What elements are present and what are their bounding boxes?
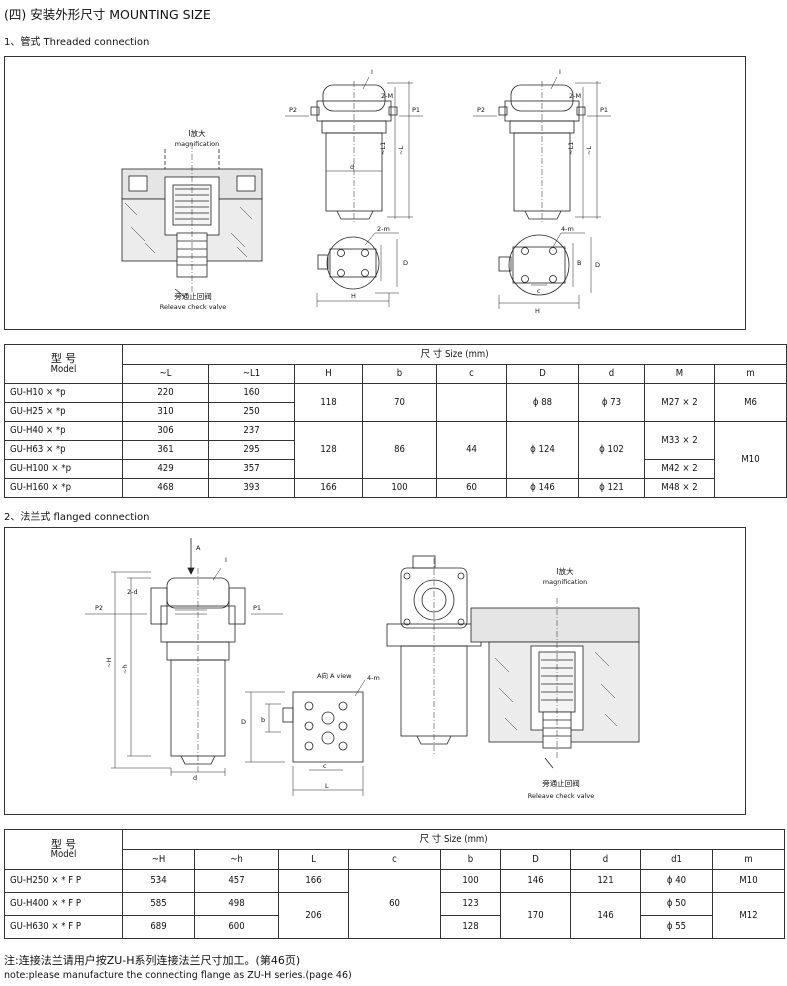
flanged-label-P1: P1 <box>253 604 261 612</box>
threaded-top-view-1 <box>316 232 399 307</box>
t2-col-m: m <box>711 849 786 870</box>
threaded-view2-label-D: D <box>595 261 600 269</box>
threaded-view2-label-P1: P1 <box>600 106 608 114</box>
threaded-view2-label-L: ~L <box>585 146 593 155</box>
flanged-label-H: ~H <box>105 658 113 668</box>
flanged-valve-en: Releave check valve <box>528 792 595 800</box>
flanged-label-2d: 2-d <box>127 588 138 596</box>
flanged-magnified-detail <box>470 598 640 769</box>
table-row: GU-H250 × * F P 534 457 166 60 100 146 1… <box>4 869 786 939</box>
flanged-a-view <box>245 679 366 796</box>
t1-col-D: D <box>506 364 579 384</box>
page-title: (四) 安装外形尺寸 MOUNTING SIZE <box>4 7 211 22</box>
flanged-front-view <box>386 555 482 754</box>
flanged-label-b: b <box>261 716 265 724</box>
flanged-label-d: d <box>193 774 197 782</box>
t2-col-D: D <box>500 849 571 870</box>
t2-col-H: ~H <box>122 849 195 870</box>
threaded-label-P2: P2 <box>289 106 297 114</box>
threaded-top-view-2 <box>498 232 592 309</box>
note-english: note:please manufacture the connecting f… <box>4 970 352 981</box>
table-row: GU-H160 × *p 468 393 166 100 60 ϕ 146 ϕ … <box>4 478 787 498</box>
threaded-label-L1: ~L1 <box>379 142 387 155</box>
flanged-magnify-zh: I放大 <box>556 566 574 576</box>
threaded-drawing-frame: I放大 magnification 旁通止回阀 Releave check va… <box>4 56 746 330</box>
flanged-label-4m: 4-m <box>367 674 380 682</box>
flanged-label-A: A <box>196 544 201 552</box>
section-threaded-title: 1、管式 Threaded connection <box>4 37 150 48</box>
t1-col-b: b <box>362 364 437 384</box>
t2-col-h: ~h <box>194 849 279 870</box>
t1-col-H: H <box>294 364 363 384</box>
mounting-size-page: (四) 安装外形尺寸 MOUNTING SIZE 1、管式 Threaded c… <box>4 7 787 981</box>
t1-c-empty <box>436 383 507 422</box>
flanged-valve-zh: 旁通止回阀 <box>542 778 580 788</box>
flanged-label-I: I <box>225 556 227 564</box>
flanged-drawing: A I 2-d P2 P1 ~H ~h d A向 A view 4- <box>85 538 640 800</box>
threaded-label-d: d <box>350 163 354 171</box>
t1-col-L1: ~L1 <box>208 364 295 384</box>
table-row: GU-H630 × * F P 689 600 128 ϕ 55 <box>4 915 785 939</box>
t1-size-header: 尺 寸 Size (mm) <box>121 344 787 365</box>
threaded-magnify-en: magnification <box>175 140 219 148</box>
threaded-label-c: c <box>537 287 541 295</box>
flanged-label-h: ~h <box>121 664 129 674</box>
t2-size-header: 尺 寸 Size (mm) <box>121 829 786 850</box>
threaded-valve-zh: 旁通止回阀 <box>174 291 212 301</box>
threaded-magnify-zh: I放大 <box>188 128 206 138</box>
flanged-label-c: c <box>323 762 327 770</box>
threaded-label-D: D <box>403 259 408 267</box>
threaded-view2-label-P2: P2 <box>477 106 485 114</box>
threaded-label-I: I <box>371 68 373 76</box>
threaded-view2-label-I: I <box>559 68 561 76</box>
table-row: GU-H10 × *p 220 160 118 70 ϕ 88 ϕ 73 M27… <box>4 383 787 422</box>
flanged-magnify-en: magnification <box>543 578 587 586</box>
t2-col-d1: d1 <box>640 849 713 870</box>
threaded-label-B: B <box>577 259 581 267</box>
t1-col-L: ~L <box>122 364 209 384</box>
flanged-label-aview: A向 A view <box>317 671 352 680</box>
threaded-label-P1: P1 <box>412 106 420 114</box>
t2-col-c: c <box>348 849 441 870</box>
flanged-side-view <box>85 538 283 776</box>
threaded-label-L: ~L <box>397 146 405 155</box>
flanged-label-D: D <box>241 718 246 726</box>
threaded-magnified-detail <box>121 143 263 298</box>
threaded-view2-label-H: H <box>535 307 540 315</box>
t1-col-m: m <box>713 364 787 384</box>
flanged-drawing-frame: A I 2-d P2 P1 ~H ~h d A向 A view 4- <box>4 527 746 815</box>
threaded-label-4m: 4-m <box>561 225 574 233</box>
flanged-label-P2: P2 <box>95 604 103 612</box>
flanged-label-L: L <box>325 782 329 790</box>
section-flanged-title: 2、法兰式 flanged connection <box>4 512 150 523</box>
table-row: GU-H40 × *p 306 237 128 86 44 ϕ 124 ϕ 10… <box>4 421 787 498</box>
t1-col-c: c <box>436 364 507 384</box>
threaded-view2-label-2M: 2-M <box>569 92 581 100</box>
threaded-label-2m: 2-m <box>377 225 390 233</box>
t2-col-d: d <box>570 849 641 870</box>
t1-col-M: M <box>644 364 715 384</box>
t1-col-d: d <box>578 364 645 384</box>
table-row: GU-H400 × * F P 585 498 206 123 170 146 … <box>4 892 786 939</box>
t2-col-L: L <box>278 849 349 870</box>
threaded-filter-view-2 <box>473 76 611 223</box>
threaded-label-2M: 2-M <box>381 92 393 100</box>
threaded-valve-en: Releave check valve <box>160 303 227 311</box>
threaded-filter-view-1 <box>285 76 423 223</box>
threaded-label-H: H <box>351 292 356 300</box>
t2-col-b: b <box>440 849 501 870</box>
threaded-view2-label-L1: ~L1 <box>567 142 575 155</box>
threaded-drawing: I放大 magnification 旁通止回阀 Releave check va… <box>121 68 611 315</box>
note-chinese: 注:连接法兰请用户按ZU-H系列连接法兰尺寸加工。(第46页) <box>4 954 301 967</box>
